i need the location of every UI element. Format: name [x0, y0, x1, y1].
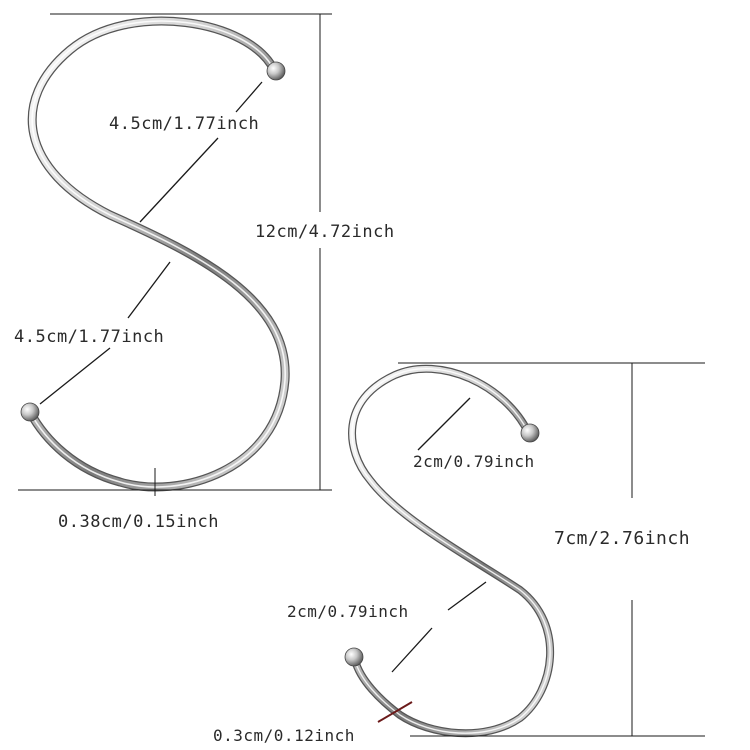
- small-hook-top-ball: [520, 423, 540, 443]
- small-hook-bottom-arm-label: 2cm/0.79inch: [287, 602, 409, 621]
- small-hook-top-arm-line: [417, 397, 471, 451]
- small-hook-height-label: 7cm/2.76inch: [554, 528, 690, 549]
- large-hook-height-label: 12cm/4.72inch: [255, 222, 395, 242]
- small-hook-wire-label: 0.3cm/0.12inch: [213, 726, 355, 745]
- large-hook-bottom-arm-label: 4.5cm/1.77inch: [14, 327, 164, 347]
- large-hook-wire: [26, 17, 289, 491]
- small-hook-wire-highlight: [351, 368, 551, 734]
- large-hook-top-arm-line: [139, 137, 219, 223]
- large-hook-bottom-ball: [20, 402, 40, 422]
- small-hook-wire-pointer: [377, 701, 413, 723]
- small-hook-bottom-arm-line: [391, 627, 433, 673]
- large-hook-top-arm-label: 4.5cm/1.77inch: [109, 114, 259, 134]
- large-hook: 4.5cm/1.77inch 12cm/4.72inch 4.5cm/1.77i…: [14, 13, 395, 532]
- small-hook-bottom-arm-line-upper: [447, 581, 487, 611]
- small-hook-top-arm-label: 2cm/0.79inch: [413, 452, 535, 471]
- large-hook-bottom-arm-line: [39, 347, 111, 405]
- large-hook-wire-shadow: [25, 16, 290, 492]
- small-hook: 2cm/0.79inch 7cm/2.76inch 2cm/0.79inch 0…: [213, 362, 705, 745]
- large-hook-top-arm-line-upper: [235, 81, 263, 113]
- large-hook-wire-highlight: [29, 20, 286, 488]
- large-hook-bottom-arm-line-upper: [127, 261, 171, 319]
- large-hook-top-ball: [266, 61, 286, 81]
- large-hook-wire-label: 0.38cm/0.15inch: [58, 512, 219, 532]
- small-hook-bottom-ball: [344, 647, 364, 667]
